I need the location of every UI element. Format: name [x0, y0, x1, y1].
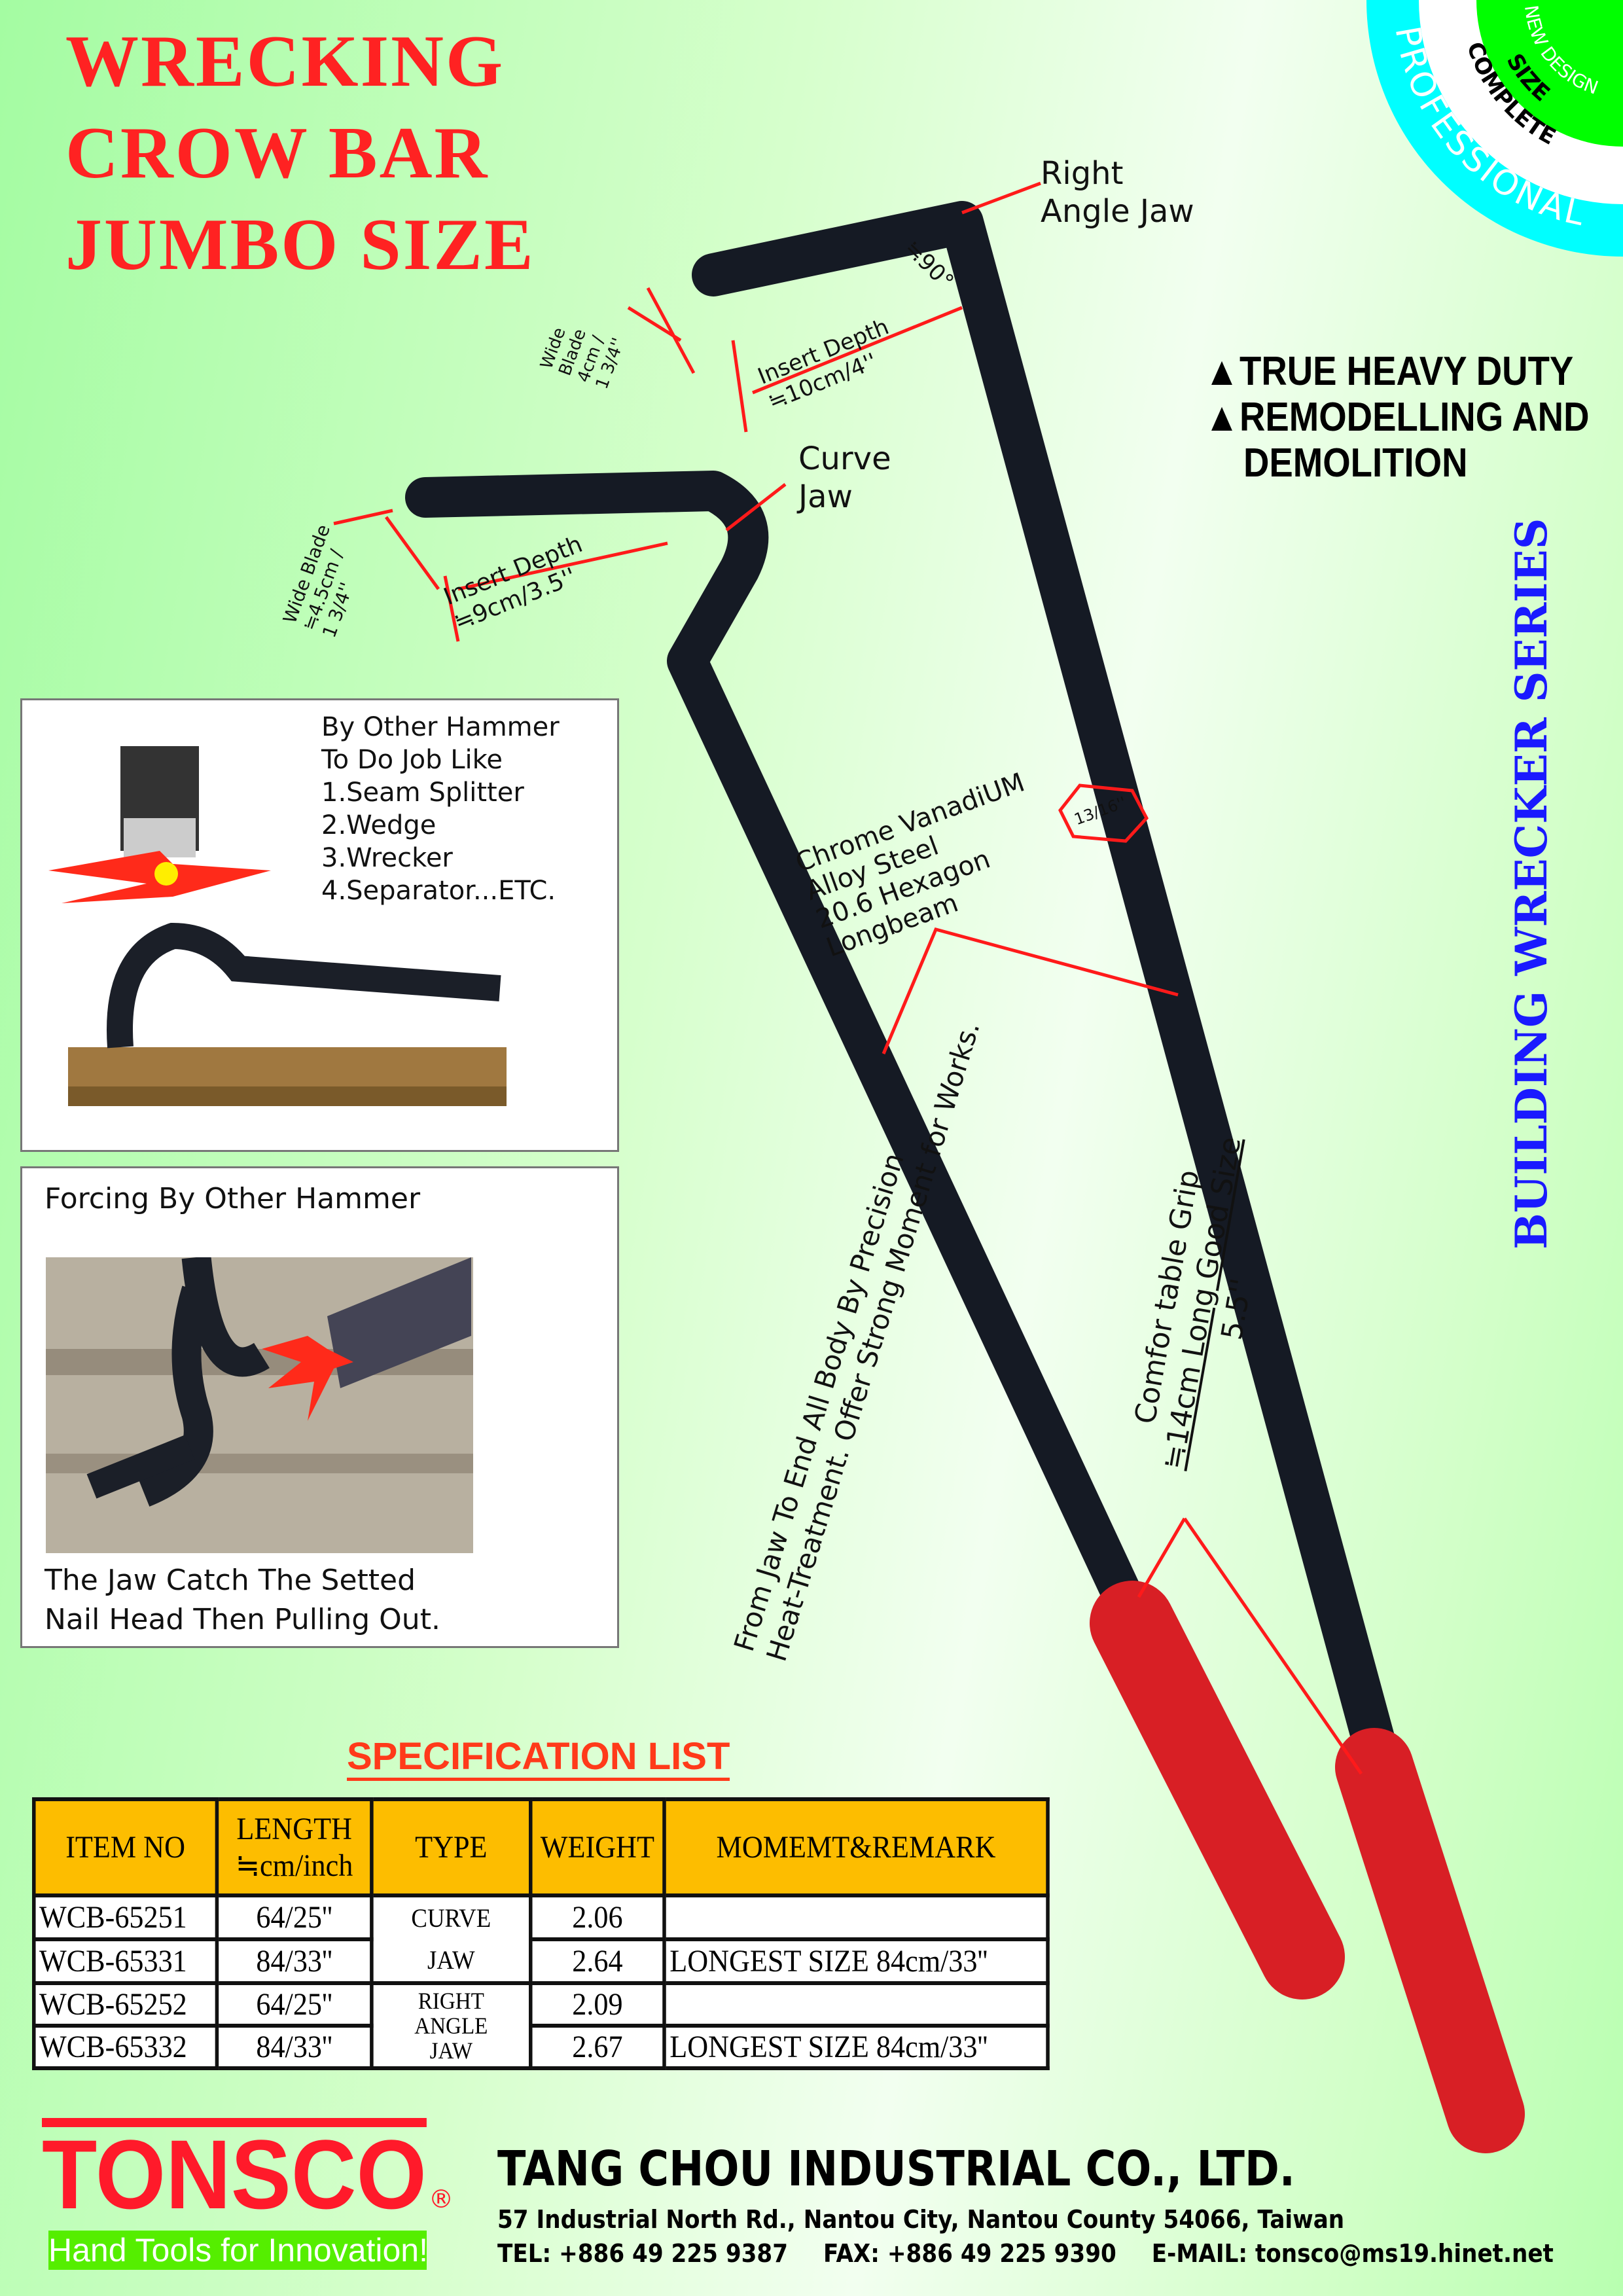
- spec-table: ITEM NO LENGTH≒cm/inch TYPE WEIGHT MOMEM…: [31, 1797, 1050, 2070]
- right-angle-handle: [1335, 1728, 1525, 2153]
- tel: TEL: +886 49 225 9387: [497, 2239, 789, 2268]
- curve-jaw-handle: [1090, 1581, 1345, 2000]
- email[interactable]: E-MAIL: tonsco@ms19.hinet.net: [1151, 2239, 1554, 2268]
- series-label: BUILDING WRECKER SERIES: [1506, 518, 1557, 1249]
- cell-item: WCB-65251: [31, 1893, 219, 1941]
- cell-length: 64/25'': [215, 1893, 374, 1941]
- cell-remark: LONGEST SIZE 84cm/33'': [662, 1937, 1050, 1985]
- feature-3: DEMOLITION: [1243, 440, 1468, 486]
- cell-length: 84/33'': [215, 1937, 374, 1985]
- cell-weight: 2.67: [529, 2024, 666, 2070]
- cell-item: WCB-65332: [31, 2024, 219, 2070]
- tonsco-logo: TONSCO: [42, 2118, 427, 2229]
- title-line-3: JUMBO SIZE: [65, 204, 535, 285]
- cell-length: 84/33'': [215, 2024, 374, 2070]
- nail-pulling-photo: [46, 1257, 473, 1553]
- header-length: LENGTH≒cm/inch: [215, 1797, 374, 1897]
- cell-remark: LONGEST SIZE 84cm/33'': [662, 2024, 1050, 2070]
- table-header-row: ITEM NO LENGTH≒cm/inch TYPE WEIGHT MOMEM…: [31, 1797, 1050, 1897]
- forcing-box: Forcing By Other Hammer The Jaw Catch Th…: [20, 1166, 619, 1648]
- feature-1: ▲TRUE HEAVY DUTY: [1204, 349, 1574, 394]
- header-item: ITEM NO: [31, 1797, 219, 1897]
- spec-title: SPECIFICATION LIST: [347, 1736, 730, 1781]
- header-type: TYPE: [370, 1797, 533, 1897]
- fax: FAX: +886 49 225 9390: [823, 2239, 1116, 2268]
- cell-remark: [662, 1981, 1050, 2028]
- company-address: 57 Industrial North Rd., Nantou City, Na…: [497, 2205, 1345, 2234]
- corner-badge: PROFESSIONAL COMPLETE SIZE NEW DESIGN: [1366, 0, 1623, 257]
- registered-mark: ®: [429, 2185, 454, 2214]
- forcing-heading: Forcing By Other Hammer: [45, 1182, 421, 1215]
- cell-weight: 2.64: [529, 1937, 666, 1985]
- cell-item: WCB-65252: [31, 1981, 219, 2028]
- right-angle-bar: [692, 201, 1402, 1789]
- cell-item: WCB-65331: [31, 1937, 219, 1985]
- company-contact: TEL: +886 49 225 9387 FAX: +886 49 225 93…: [497, 2238, 1554, 2269]
- cell-length: 64/25'': [215, 1981, 374, 2028]
- feature-2: ▲REMODELLING AND: [1204, 395, 1590, 440]
- cell-weight: 2.06: [529, 1893, 666, 1941]
- cell-remark: [662, 1893, 1050, 1941]
- slogan: Hand Tools for Innovation!: [48, 2231, 427, 2270]
- cell-weight: 2.09: [529, 1981, 666, 2028]
- hammer-photo: [48, 746, 507, 1106]
- title-line-1: WRECKING: [65, 21, 505, 102]
- curve-jaw-bar: [405, 471, 1159, 1650]
- title-line-2: CROW BAR: [65, 113, 490, 194]
- header-remark: MOMEMT&REMARK: [662, 1797, 1050, 1897]
- header-weight: WEIGHT: [529, 1797, 666, 1897]
- company-name: TANG CHOU INDUSTRIAL CO., LTD.: [497, 2141, 1295, 2197]
